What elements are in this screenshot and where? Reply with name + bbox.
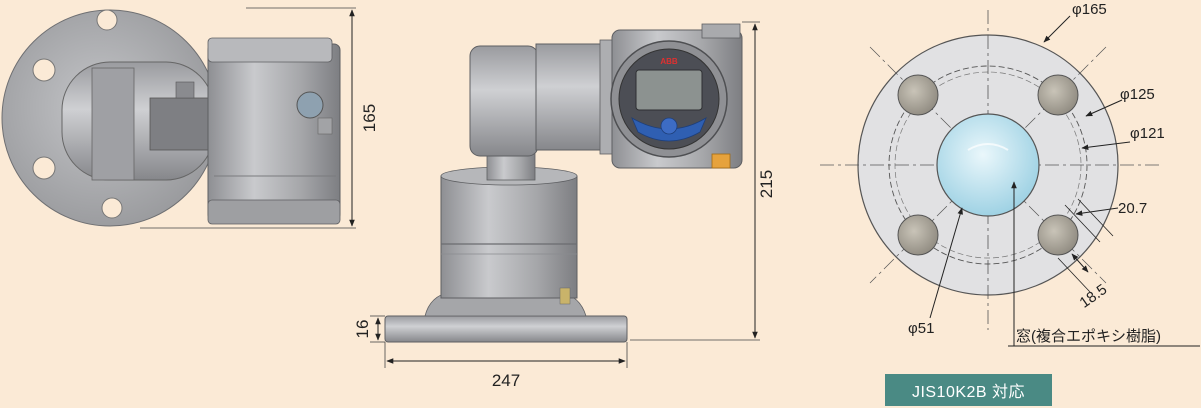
side-housing-bottom-band <box>207 199 341 225</box>
side-view: 165 <box>1 7 379 229</box>
standard-badge: JIS10K2B 対応 <box>885 374 1052 406</box>
side-flange-hole-2 <box>32 156 56 180</box>
front-brand-mark: ABB <box>660 57 678 66</box>
front-neck-elbow <box>469 45 539 157</box>
flange-diagram: φ165 φ125 φ121 20.7 18.5 φ51 窓(複合エポキシ樹脂) <box>820 1 1200 347</box>
side-housing-top-band <box>207 37 333 63</box>
front-view: ABB 215 16 247 <box>353 21 776 390</box>
front-keypad <box>631 117 707 142</box>
side-collar <box>91 67 135 181</box>
side-flange-hole-3 <box>96 9 118 31</box>
side-cable-plug <box>296 91 324 119</box>
flange-window-material-label: 窓(複合エポキシ樹脂) <box>1016 327 1161 345</box>
front-flange <box>384 315 628 343</box>
side-flange-hole-4 <box>101 197 123 219</box>
side-height-dim-label: 165 <box>360 104 379 132</box>
flange-pcd-label: φ125 <box>1120 86 1155 103</box>
front-flange-width-dim-label: 247 <box>492 371 520 390</box>
flange-bolt-hole-1 <box>897 74 939 116</box>
side-block <box>149 97 213 151</box>
flange-bolt-hole-4 <box>1037 214 1079 256</box>
front-lcd-screen <box>635 69 703 111</box>
flange-outer-diameter-label: φ165 <box>1072 1 1107 18</box>
flange-hole-diameter-label: 18.5 <box>1077 281 1111 312</box>
flange-window-diameter-label: φ51 <box>908 320 934 337</box>
flange-window <box>936 113 1040 217</box>
side-flange-hole-1 <box>32 58 56 82</box>
front-height-dim-label: 215 <box>757 170 776 198</box>
front-pedestal <box>440 175 578 299</box>
flange-bolt-hole-2 <box>1037 74 1079 116</box>
side-bracket <box>175 81 195 99</box>
flange-hole-spacing-label: 20.7 <box>1118 200 1147 217</box>
flange-bolt-hole-3 <box>897 214 939 256</box>
front-flange-thickness-dim-label: 16 <box>353 320 372 339</box>
flange-inner-ring-label: φ121 <box>1130 125 1165 142</box>
